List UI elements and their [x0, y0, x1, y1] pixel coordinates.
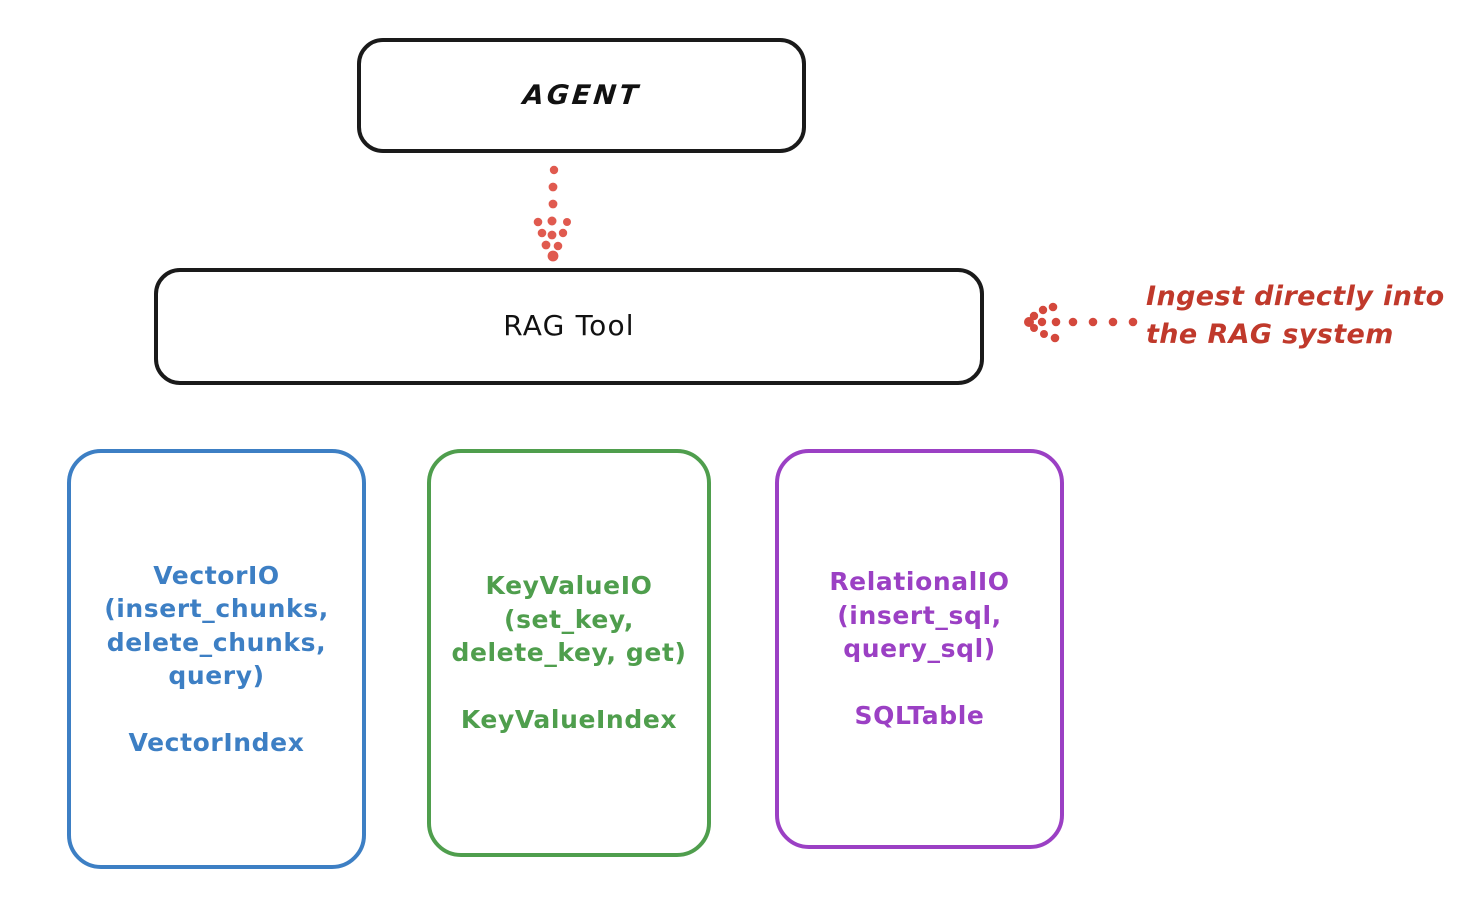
- connector-agent-to-rag-tool: [533, 165, 571, 262]
- node-relational-io-label: RelationalIO (insert_sql, query_sql) SQL…: [829, 567, 1010, 731]
- node-vector-io[interactable]: VectorIO (insert_chunks, delete_chunks, …: [67, 449, 366, 869]
- connector-ingest-to-rag-tool: [1024, 302, 1138, 343]
- node-key-value-io[interactable]: KeyValueIO (set_key, delete_key, get) Ke…: [427, 449, 711, 857]
- node-key-value-io-label: KeyValueIO (set_key, delete_key, get) Ke…: [451, 571, 687, 735]
- node-agent[interactable]: AGENT: [357, 38, 806, 153]
- annotation-ingest-directly: Ingest directly into the RAG system: [1146, 281, 1445, 351]
- node-vector-io-label: VectorIO (insert_chunks, delete_chunks, …: [104, 560, 329, 758]
- node-rag-tool-label: RAG Tool: [503, 309, 635, 343]
- node-rag-tool[interactable]: RAG Tool: [154, 268, 984, 385]
- node-relational-io[interactable]: RelationalIO (insert_sql, query_sql) SQL…: [775, 449, 1064, 849]
- node-agent-label: AGENT: [521, 79, 642, 111]
